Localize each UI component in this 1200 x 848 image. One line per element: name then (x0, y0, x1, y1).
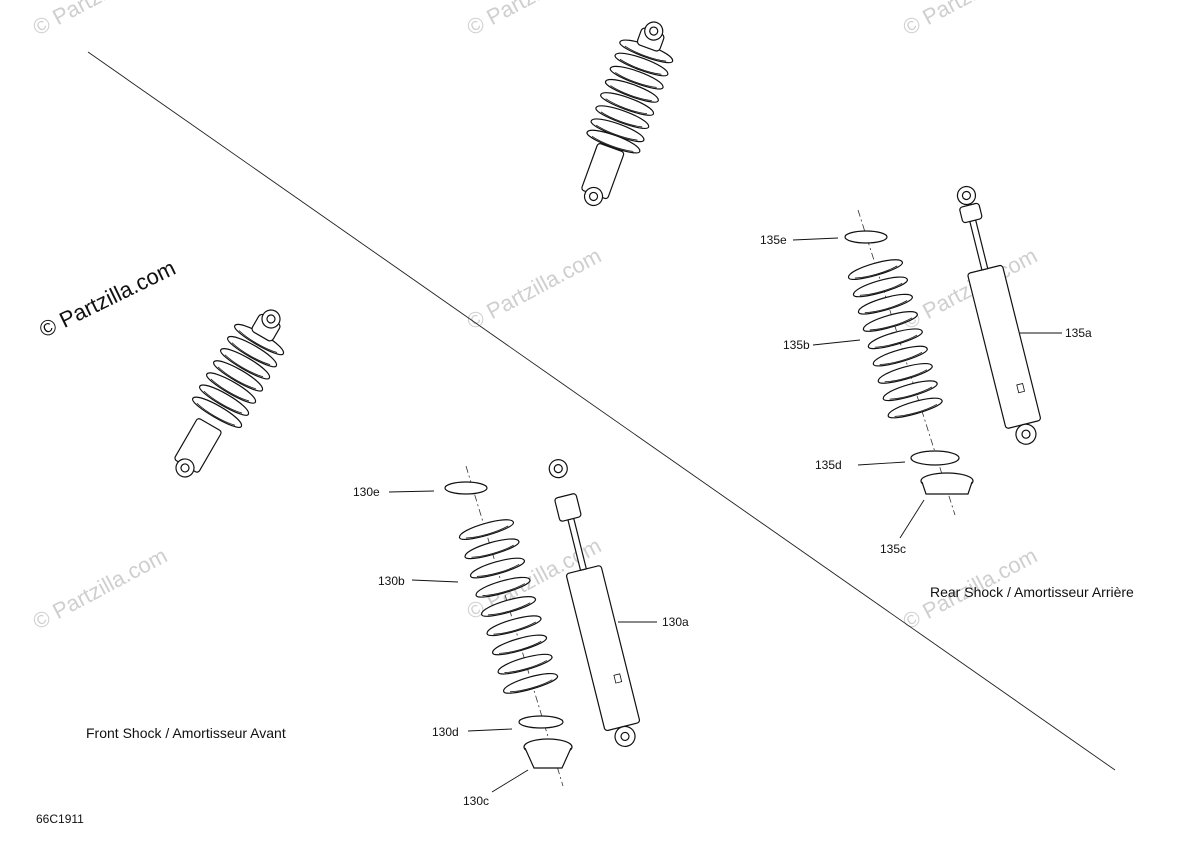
callout-130b: 130b (378, 574, 405, 588)
callout-135d: 135d (815, 458, 842, 472)
callout-130e: 130e (353, 485, 380, 499)
front-retainer-130e (444, 481, 488, 495)
callout-135a: 135a (1065, 326, 1092, 340)
rear-shock-assembled (581, 21, 676, 207)
figure-code: 66C1911 (36, 812, 84, 826)
rear-retainer-135e (844, 230, 888, 244)
brand-logo-text: © Partzilla.com (35, 255, 179, 342)
rear-damper-135a (956, 185, 1041, 445)
watermark-text: © Partzilla.com (463, 0, 606, 40)
rear-washer-135d (910, 450, 960, 466)
callout-130c: 130c (463, 794, 489, 808)
callout-135b: 135b (783, 338, 810, 352)
rear-exploded-set: 135e 135b 135a 135d 135c Rear Shock / Am… (760, 185, 1134, 600)
rear-seat-135c (920, 472, 974, 495)
watermark-text: © Partzilla.com (463, 243, 606, 335)
watermark-text: © Partzilla.com (29, 543, 172, 635)
front-damper-130a (548, 459, 641, 748)
watermark-text: © Partzilla.com (899, 0, 1042, 40)
rear-shock-caption: Rear Shock / Amortisseur Arrière (930, 584, 1134, 600)
front-exploded-set: 130e 130b 130a 130d 130c Front Shock / A… (86, 459, 689, 808)
front-shock-assembled (174, 309, 288, 478)
front-washer-130d (518, 715, 564, 729)
watermark-text: © Partzilla.com (899, 243, 1042, 335)
callout-135c: 135c (880, 542, 906, 556)
front-seat-130c (523, 738, 573, 769)
rear-axis-line (857, 209, 956, 516)
callout-135e: 135e (760, 233, 787, 247)
watermark-text: © Partzilla.com (29, 0, 172, 40)
front-shock-caption: Front Shock / Amortisseur Avant (86, 725, 286, 741)
separator-line (87, 51, 1116, 771)
callout-130d: 130d (432, 725, 459, 739)
rear-spring-135b (846, 255, 945, 422)
callout-130a: 130a (662, 615, 689, 629)
